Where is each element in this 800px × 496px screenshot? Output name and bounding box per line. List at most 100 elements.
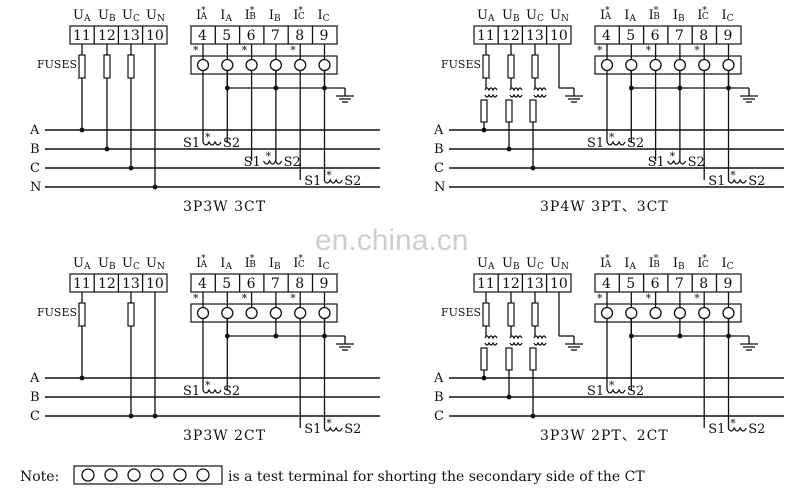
voltage-terminal-10: 10 bbox=[550, 276, 568, 292]
current-terminal-6: 6 bbox=[651, 28, 660, 44]
ct-s2-label: S2 bbox=[627, 384, 644, 399]
ct-s1-label: S1 bbox=[587, 384, 604, 399]
current-header-4: I*C bbox=[697, 254, 709, 271]
ct-s2-label: S2 bbox=[627, 136, 644, 151]
voltage-header-un: UN bbox=[550, 8, 569, 24]
voltage-terminal-12: 12 bbox=[502, 276, 520, 292]
current-transformer-3: S1*S2 bbox=[708, 169, 765, 189]
current-header-2: I*B bbox=[245, 6, 257, 23]
current-terminal-8: 8 bbox=[699, 28, 708, 44]
current-header-1: IA bbox=[624, 8, 636, 24]
current-header-2: I*B bbox=[245, 254, 257, 271]
current-terminal-4: 4 bbox=[198, 28, 207, 44]
test-terminal-block: *** bbox=[190, 292, 338, 323]
current-terminal-7: 7 bbox=[271, 28, 280, 44]
current-terminal-5: 5 bbox=[626, 276, 635, 292]
current-header-5: IC bbox=[722, 8, 734, 24]
ct-s1-label: S1 bbox=[648, 155, 665, 170]
polarity-mark: * bbox=[597, 44, 603, 57]
current-transformer-1: S1*S2 bbox=[183, 131, 240, 151]
line-label-c: C bbox=[30, 161, 40, 176]
line-label-a: A bbox=[433, 371, 444, 386]
current-header-4: I*C bbox=[293, 254, 305, 271]
diagram-title: 3P3W 2CT bbox=[183, 428, 266, 444]
test-terminal-block: *** bbox=[594, 44, 742, 75]
voltage-header-un: UN bbox=[146, 8, 165, 24]
current-terminal-6: 6 bbox=[651, 276, 660, 292]
ct-polarity-mark: * bbox=[326, 169, 332, 182]
polarity-mark: * bbox=[290, 44, 296, 57]
ct-s1-label: S1 bbox=[708, 174, 725, 189]
watermark: en.china.cn bbox=[315, 224, 468, 257]
polarity-mark: * bbox=[646, 292, 652, 305]
ct-polarity-mark: * bbox=[609, 131, 615, 144]
current-terminal-8: 8 bbox=[295, 276, 304, 292]
current-header-3: IB bbox=[269, 256, 281, 272]
current-terminal-4: 4 bbox=[602, 28, 611, 44]
ct-polarity-mark: * bbox=[326, 417, 332, 430]
line-label-b: B bbox=[30, 142, 40, 157]
current-header-0: I*A bbox=[600, 254, 612, 271]
current-terminal-9: 9 bbox=[724, 28, 733, 44]
line-label-a: A bbox=[29, 371, 40, 386]
voltage-header-ua: UA bbox=[73, 256, 91, 272]
current-transformer-1: S1 * S2 bbox=[587, 131, 644, 151]
fuses-label: FUSES bbox=[441, 306, 481, 319]
line-label-n: N bbox=[434, 180, 445, 195]
polarity-mark: * bbox=[694, 292, 700, 305]
current-transformer-3: S1*S2 bbox=[304, 169, 361, 189]
ct-s1-label: S1 bbox=[587, 136, 604, 151]
current-header-0: I*A bbox=[600, 6, 612, 23]
ct-s1-label: S1 bbox=[304, 174, 321, 189]
voltage-header-un: UN bbox=[550, 256, 569, 272]
voltage-terminal-11: 11 bbox=[73, 276, 91, 292]
current-header-4: I*C bbox=[697, 6, 709, 23]
voltage-header-ua: UA bbox=[477, 256, 495, 272]
ct-s1-label: S1 bbox=[244, 155, 261, 170]
ct-s2-label: S2 bbox=[223, 384, 240, 399]
current-transformer-2: S1*S2 bbox=[304, 417, 361, 437]
fuses-label: FUSES bbox=[441, 58, 481, 71]
line-label-b: B bbox=[30, 390, 40, 405]
ct-s2-label: S2 bbox=[223, 136, 240, 151]
current-header-4: I*C bbox=[293, 6, 305, 23]
voltage-terminal-12: 12 bbox=[98, 28, 116, 44]
current-terminal-7: 7 bbox=[675, 276, 684, 292]
voltage-header-ub: UB bbox=[502, 256, 520, 272]
note-terminal-icon bbox=[73, 465, 223, 485]
current-terminal-5: 5 bbox=[626, 28, 635, 44]
voltage-header-un: UN bbox=[146, 256, 165, 272]
current-header-2: I*B bbox=[649, 6, 661, 23]
current-terminal-8: 8 bbox=[699, 276, 708, 292]
current-terminal-9: 9 bbox=[320, 28, 329, 44]
line-label-c: C bbox=[30, 409, 40, 424]
current-header-5: IC bbox=[722, 256, 734, 272]
line-label-a: A bbox=[29, 123, 40, 138]
voltage-terminal-11: 11 bbox=[477, 276, 495, 292]
fuses-label: FUSES bbox=[37, 306, 77, 319]
current-terminal-6: 6 bbox=[247, 28, 256, 44]
line-label-c: C bbox=[434, 409, 444, 424]
voltage-terminal-10: 10 bbox=[550, 28, 568, 44]
ct-polarity-mark: * bbox=[205, 131, 211, 144]
voltage-terminal-13: 13 bbox=[526, 28, 544, 44]
ct-s2-label: S2 bbox=[344, 422, 361, 437]
polarity-mark: * bbox=[193, 44, 199, 57]
test-terminal-block: *** bbox=[190, 44, 338, 75]
current-header-3: IB bbox=[673, 256, 685, 272]
current-header-1: IA bbox=[220, 256, 232, 272]
current-terminal-5: 5 bbox=[222, 28, 231, 44]
voltage-header-ub: UB bbox=[502, 8, 520, 24]
current-header-3: IB bbox=[673, 8, 685, 24]
current-terminal-4: 4 bbox=[198, 276, 207, 292]
polarity-mark: * bbox=[290, 292, 296, 305]
